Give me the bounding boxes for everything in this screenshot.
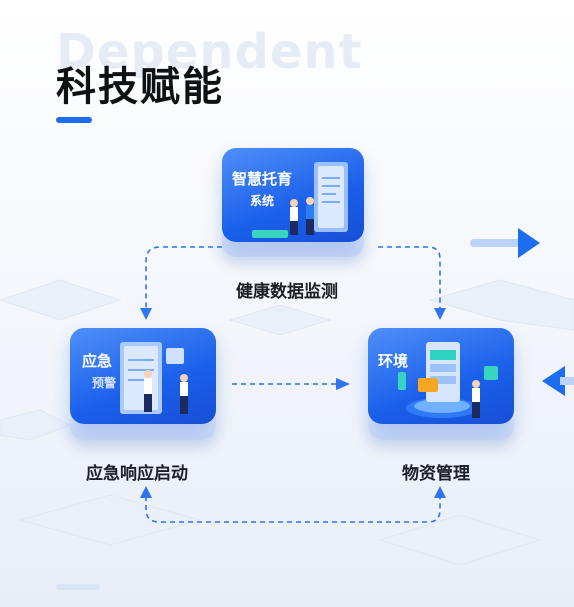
arrowhead-bottom-left xyxy=(140,486,152,498)
people-at-board-illustration xyxy=(252,162,348,238)
card-title: 环境 xyxy=(378,352,409,370)
card-subtitle: 预警 xyxy=(92,376,117,390)
server-platform-illustration xyxy=(398,342,498,418)
arrowhead-to-right-card xyxy=(336,378,350,390)
watermark-text: Dependent xyxy=(56,24,363,80)
arrowhead-left-node xyxy=(140,308,152,320)
title-underline xyxy=(56,117,92,123)
connector-top-to-left xyxy=(145,246,222,310)
card-emergency-warning: 应急 预警 xyxy=(70,328,216,424)
arrowhead-right-node xyxy=(434,308,446,320)
card-title: 智慧托育 xyxy=(232,170,293,188)
node-label: 物资管理 xyxy=(402,464,470,484)
connector-bottom-loop xyxy=(145,496,441,523)
decorative-arrow-right xyxy=(470,228,540,258)
emergency-team-illustration xyxy=(120,342,188,414)
card-subtitle: 系统 xyxy=(250,194,275,208)
card-environment: 环境 xyxy=(368,328,514,424)
bottom-decoration-bar xyxy=(56,584,100,590)
node-label: 健康数据监测 xyxy=(236,282,338,302)
page-title: 科技赋能 xyxy=(56,64,224,110)
card-childcare-system: 智慧托育 系统 xyxy=(222,148,364,242)
card-title: 应急 xyxy=(82,352,113,370)
arrowhead-bottom-right xyxy=(434,486,446,498)
decorative-arrow-left xyxy=(542,366,574,396)
node-label: 应急响应启动 xyxy=(86,464,188,484)
